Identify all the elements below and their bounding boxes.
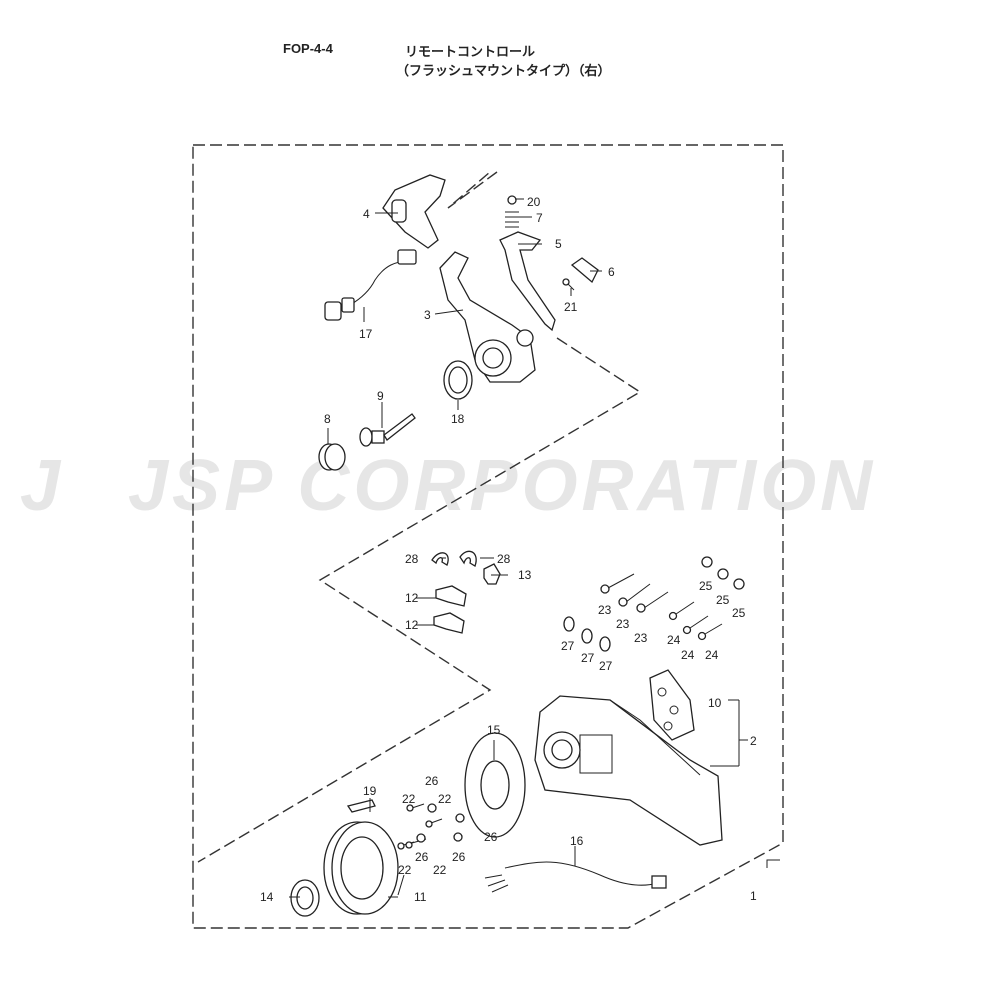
- callout-24a: 24: [667, 633, 681, 647]
- wire-harness-part: [324, 249, 417, 321]
- spring-part: [505, 195, 519, 228]
- plate-part: [464, 732, 526, 838]
- diagram-title: リモートコントロール: [405, 44, 536, 59]
- callout-26d: 26: [452, 850, 466, 864]
- assembly-boundary: [192, 144, 784, 929]
- callout-18: 18: [451, 412, 465, 426]
- callout-22d: 22: [433, 863, 447, 877]
- callout-1: 1: [750, 889, 757, 903]
- callout-28a: 28: [405, 552, 419, 566]
- callout-labels: 1 2 3 4 5 6 7 8 9 10 11 12 12 13 14 15 1…: [260, 195, 757, 904]
- callout-2: 2: [750, 734, 757, 748]
- throttle-lever-part: [499, 231, 556, 332]
- callout-12a: 12: [405, 591, 419, 605]
- diagram-code: FOP-4-4: [283, 41, 333, 56]
- callout-23a: 23: [598, 603, 612, 617]
- bezel-part: [323, 821, 399, 915]
- callout-8: 8: [324, 412, 331, 426]
- nut-set-25: [701, 556, 745, 590]
- callout-19: 19: [363, 784, 377, 798]
- callout-22c: 22: [398, 863, 412, 877]
- callout-24b: 24: [681, 648, 695, 662]
- callout-23b: 23: [616, 617, 630, 631]
- callout-27a: 27: [561, 639, 575, 653]
- cam-part: [562, 257, 599, 291]
- callout-5: 5: [555, 237, 562, 251]
- handle-grip-detail: [391, 199, 407, 223]
- washer-set-27: [563, 616, 611, 652]
- knob-part: [318, 443, 346, 471]
- clip-parts: [431, 550, 501, 634]
- callout-22b: 22: [438, 792, 452, 806]
- callout-3: 3: [424, 308, 431, 322]
- callout-23c: 23: [634, 631, 648, 645]
- watermark-logo: J: [20, 446, 64, 526]
- callout-26c: 26: [415, 850, 429, 864]
- control-housing-part: [534, 695, 723, 846]
- callout-17: 17: [359, 327, 373, 341]
- retainer-ring-part: [290, 879, 320, 917]
- watermark-text: JSP CORPORATION: [128, 446, 876, 526]
- seal-part: [346, 799, 376, 813]
- callout-26b: 26: [484, 830, 498, 844]
- lever-arm-part: [439, 251, 536, 383]
- callout-6: 6: [608, 265, 615, 279]
- leader-lines: [289, 198, 780, 898]
- callout-28b: 28: [497, 552, 511, 566]
- callout-4: 4: [363, 207, 370, 221]
- cable-part: [484, 861, 667, 893]
- nut-set-26: [416, 803, 465, 843]
- callout-25a: 25: [699, 579, 713, 593]
- section-separator: [197, 171, 642, 863]
- callout-24c: 24: [705, 648, 719, 662]
- handle-part: [382, 174, 446, 249]
- shaft-part: [359, 413, 416, 447]
- watermark: J JSP CORPORATION: [20, 446, 876, 526]
- callout-12b: 12: [405, 618, 419, 632]
- callout-26a: 26: [425, 774, 439, 788]
- callout-14: 14: [260, 890, 274, 904]
- callout-7: 7: [536, 211, 543, 225]
- callout-15: 15: [487, 723, 501, 737]
- screw-set-23: [600, 573, 669, 613]
- diagram-subtitle: （フラッシュマウントタイプ）（右）: [396, 63, 611, 78]
- callout-27c: 27: [599, 659, 613, 673]
- screw-set-22: [397, 803, 443, 850]
- callout-16: 16: [570, 834, 584, 848]
- screw-set-24: [668, 601, 723, 641]
- callout-25b: 25: [716, 593, 730, 607]
- callout-21: 21: [564, 300, 578, 314]
- callout-25c: 25: [732, 606, 746, 620]
- gasket-part: [649, 669, 695, 741]
- callout-11: 11: [414, 890, 427, 904]
- callout-22a: 22: [402, 792, 416, 806]
- callout-9: 9: [377, 389, 384, 403]
- callout-13: 13: [518, 568, 532, 582]
- callout-20: 20: [527, 195, 541, 209]
- callout-10: 10: [708, 696, 722, 710]
- callout-27b: 27: [581, 651, 595, 665]
